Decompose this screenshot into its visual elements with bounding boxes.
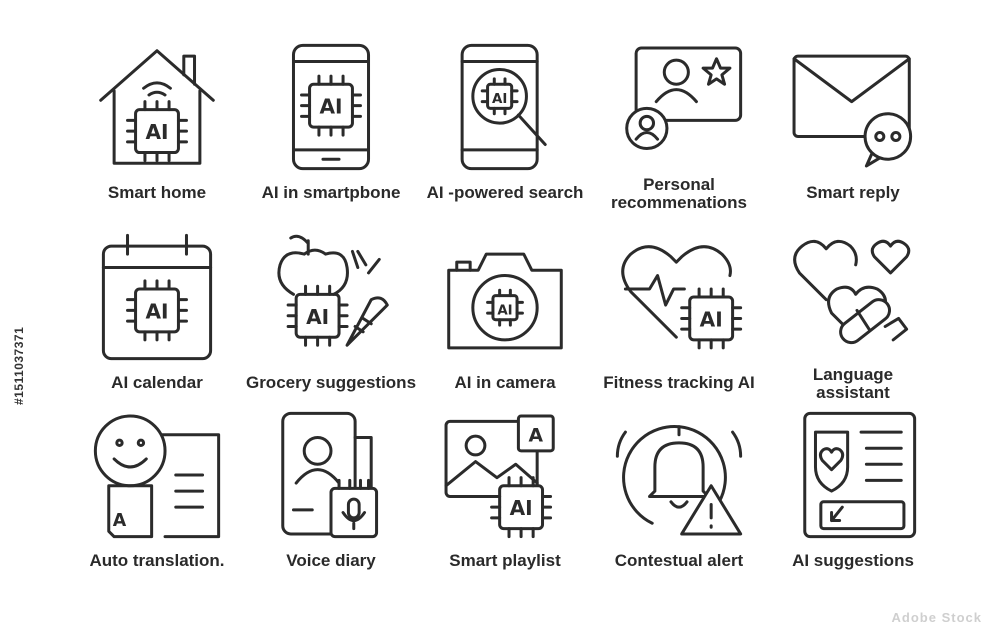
caption-ai-calendar: AI calendar (111, 373, 203, 392)
tile-contextual-alert: Contestual alert (592, 408, 766, 588)
tile-smart-playlist: A AI Smart playlist (418, 408, 592, 588)
tile-ai-camera: AI AI in camera (418, 230, 592, 408)
letter-a: A (529, 426, 544, 447)
smart-home-icon: AI (90, 40, 224, 174)
personal-recommendations-icon (612, 40, 746, 174)
tile-language-assistant: Language assistant (766, 230, 940, 408)
voice-diary-icon (264, 408, 398, 542)
caption-ai-suggestions: AI suggestions (792, 551, 914, 570)
grocery-suggestions-icon: AI (264, 230, 398, 364)
caption-smart-reply: Smart reply (806, 183, 900, 202)
chip-label: AI (145, 120, 168, 144)
tile-ai-suggestions: AI suggestions (766, 408, 940, 588)
tile-fitness-tracking: AI Fitness tracking AI (592, 230, 766, 408)
ai-suggestions-icon (786, 408, 920, 542)
contextual-alert-icon (612, 408, 746, 542)
chip-label: AI (492, 92, 507, 107)
tile-grocery-suggestions: AI Grocery suggestions (244, 230, 418, 408)
chip-label: AI (319, 95, 342, 119)
chip-label: AI (145, 299, 168, 323)
caption-smart-home: Smart home (107, 183, 207, 202)
chip-label: AI (497, 303, 512, 318)
tile-ai-smartphone: AI AI in smartpbone (244, 40, 418, 230)
language-assistant-icon (786, 230, 920, 364)
caption-ai-camera: AI in camera (454, 373, 556, 392)
ai-smartphone-icon: AI (264, 40, 398, 174)
smart-reply-icon (786, 40, 920, 174)
tile-smart-home: AI Smart home (70, 40, 244, 230)
caption-contextual-alert: Contestual alert (614, 551, 744, 570)
letter-a: A (113, 511, 127, 531)
auto-translation-icon: A (90, 408, 224, 542)
stock-id-label: #1511037371 (12, 326, 26, 405)
chip-label: AI (306, 305, 329, 329)
caption-fitness-tracking: Fitness tracking AI (603, 373, 755, 392)
tile-personal-recommendations: Personal recommenations (592, 40, 766, 230)
caption-auto-translation: Auto translation. (89, 551, 225, 570)
fitness-tracking-icon: AI (612, 230, 746, 364)
tile-smart-reply: Smart reply (766, 40, 940, 230)
tile-voice-diary: Voice diary (244, 408, 418, 588)
caption-ai-smartphone: AI in smartpbone (261, 183, 401, 202)
tile-ai-calendar: AI AI calendar (70, 230, 244, 408)
ai-calendar-icon: AI (90, 230, 224, 364)
tile-auto-translation: A Auto translation. (70, 408, 244, 588)
caption-smart-playlist: Smart playlist (449, 551, 561, 570)
caption-grocery-suggestions: Grocery suggestions (245, 373, 417, 392)
watermark: Adobe Stock (891, 610, 982, 625)
icon-grid: AI Smart home AI AI in smartpbone AI AI … (70, 40, 940, 600)
tile-ai-search: AI AI -powered search (418, 40, 592, 230)
caption-voice-diary: Voice diary (286, 551, 376, 570)
smart-playlist-icon: A AI (438, 408, 572, 542)
ai-search-icon: AI (438, 40, 572, 174)
chip-label: AI (510, 496, 533, 520)
ai-camera-icon: AI (438, 230, 572, 364)
caption-personal-recommendations: Personal recommenations (610, 175, 748, 212)
caption-language-assistant: Language assistant (812, 365, 894, 402)
chip-label: AI (700, 307, 723, 331)
caption-ai-search: AI -powered search (426, 183, 584, 202)
